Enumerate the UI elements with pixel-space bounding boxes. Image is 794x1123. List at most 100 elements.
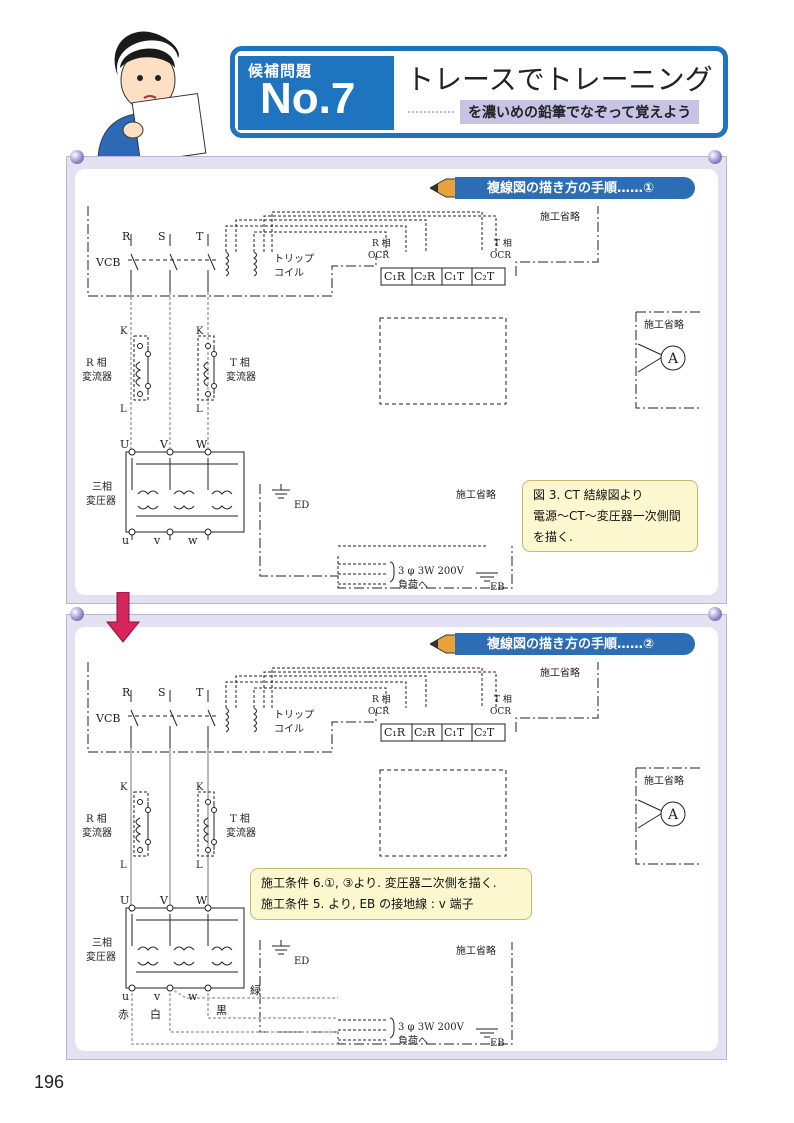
- page-title: トレースでトレーニング: [406, 63, 713, 96]
- page-number: 196: [34, 1072, 65, 1092]
- load-label-2: 負荷へ: [398, 579, 428, 591]
- trip-coil-label-2: コイル: [274, 724, 304, 735]
- page-subtitle: を濃いめの鉛筆でなぞって覚えよう: [460, 100, 700, 124]
- r-ct-label-2: 変流器: [82, 826, 112, 839]
- dotted-line-sample: [408, 111, 454, 113]
- terminal-c2r: C₂R: [414, 726, 436, 739]
- omit-label-ammeter: 施工省略: [644, 774, 684, 787]
- wire-color-white: 白: [150, 1007, 161, 1021]
- pin-icon: [708, 150, 722, 164]
- pin-icon: [70, 150, 84, 164]
- phase-s-label: S: [158, 686, 166, 699]
- phase-t-label: T: [196, 686, 204, 699]
- ct-l-label: L: [196, 404, 203, 415]
- t-ct-label-1: T 相: [230, 356, 250, 369]
- step-panel-2: [66, 614, 727, 1060]
- step-banner-2: 複線図の描き方の手順……②: [455, 633, 695, 655]
- phase-r-label: R: [122, 686, 131, 699]
- step-banner-1: 複線図の描き方の手順……①: [455, 177, 695, 199]
- r-ocr-label-2: OCR: [368, 251, 389, 261]
- transformer-label-2: 変圧器: [86, 950, 116, 963]
- terminal-v-lower: v: [153, 534, 161, 547]
- r-ct-label-2: 変流器: [82, 370, 112, 383]
- instruction-callout-1: 図 3. CT 結線図より 電源～CT～変圧器一次側間 を描く.: [522, 480, 698, 552]
- transformer-label-2: 変圧器: [86, 494, 116, 507]
- t-ct-label-2: 変流器: [226, 826, 256, 839]
- terminal-c1r: C₁R: [384, 726, 406, 739]
- r-ocr-label-1: R 相: [372, 693, 391, 705]
- ct-k-label: K: [120, 782, 128, 793]
- t-ocr-label-1: T 相: [494, 693, 512, 705]
- terminal-w-upper: W: [196, 438, 208, 451]
- transformer-label-1: 三相: [92, 480, 112, 493]
- phase-s-label: S: [158, 230, 166, 243]
- ct-l-label: L: [120, 404, 127, 415]
- omit-label-ammeter: 施工省略: [644, 318, 684, 331]
- omit-label-top: 施工省略: [540, 210, 580, 223]
- ct-k-label: K: [120, 326, 128, 337]
- ground-eb-label: EB: [490, 1038, 505, 1049]
- trip-coil-label-1: トリップ: [274, 709, 314, 721]
- pin-icon: [708, 607, 722, 621]
- terminal-u-lower: u: [122, 534, 129, 547]
- ground-ed-label: ED: [294, 956, 309, 967]
- terminal-c1t: C₁T: [444, 726, 465, 739]
- phase-t-label: T: [196, 230, 204, 243]
- ct-k-label: K: [196, 326, 204, 337]
- omit-label-bottom: 施工省略: [456, 488, 496, 501]
- callout-line: 電源～CT～変圧器一次側間: [533, 509, 681, 523]
- phase-r-label: R: [122, 230, 131, 243]
- wiring-diagram-1: A R S T VCB トリップ コイル R 相 OCR T 相 OCR C₁R…: [82, 206, 702, 593]
- vcb-label: VCB: [95, 712, 120, 725]
- callout-line: 施工条件 6.①, ③より. 変圧器二次側を描く.: [261, 876, 497, 890]
- t-ocr-label-1: T 相: [494, 237, 512, 249]
- r-ct-label-1: R 相: [86, 812, 107, 825]
- ct-l-label: L: [196, 860, 203, 871]
- terminal-u-lower: u: [122, 990, 129, 1003]
- terminal-v-upper: V: [159, 894, 169, 907]
- callout-line: 施工条件 5. より, EB の接地線 : v 端子: [261, 897, 474, 911]
- t-ocr-label-2: OCR: [490, 707, 511, 717]
- ammeter-label: A: [667, 351, 679, 367]
- callout-line: を描く.: [533, 530, 573, 544]
- trip-coil-label-2: コイル: [274, 268, 304, 279]
- t-ct-label-1: T 相: [230, 812, 250, 825]
- load-label-1: 3 φ 3W 200V: [398, 566, 465, 577]
- terminal-w-upper: W: [196, 894, 208, 907]
- ground-eb-label: EB: [490, 582, 505, 593]
- vcb-label: VCB: [95, 256, 120, 269]
- mascot-illustration: [78, 18, 218, 163]
- t-ct-label-2: 変流器: [226, 370, 256, 383]
- load-label-2: 負荷へ: [398, 1035, 428, 1047]
- terminal-u-upper: U: [120, 438, 129, 451]
- r-ocr-label-1: R 相: [372, 237, 391, 249]
- terminal-u-upper: U: [120, 894, 129, 907]
- ct-k-label: K: [196, 782, 204, 793]
- omit-label-bottom: 施工省略: [456, 944, 496, 957]
- wire-color-black: 黒: [216, 1004, 227, 1017]
- terminal-v-upper: V: [159, 438, 169, 451]
- problem-badge: [238, 56, 394, 130]
- ammeter-label: A: [667, 807, 679, 823]
- r-ocr-label-2: OCR: [368, 707, 389, 717]
- terminal-c2r: C₂R: [414, 270, 436, 283]
- instruction-callout-2: 施工条件 6.①, ③より. 変圧器二次側を描く. 施工条件 5. より, EB…: [250, 868, 532, 920]
- transformer-label-1: 三相: [92, 936, 112, 949]
- r-ct-label-1: R 相: [86, 356, 107, 369]
- pin-icon: [70, 607, 84, 621]
- load-label-1: 3 φ 3W 200V: [398, 1022, 465, 1033]
- terminal-c1r: C₁R: [384, 270, 406, 283]
- terminal-v-lower: v: [153, 990, 161, 1003]
- terminal-c1t: C₁T: [444, 270, 465, 283]
- down-arrow-icon: [106, 592, 140, 643]
- omit-label-top: 施工省略: [540, 666, 580, 679]
- ct-l-label: L: [120, 860, 127, 871]
- problem-number: No.7: [260, 74, 356, 123]
- ground-ed-label: ED: [294, 500, 309, 511]
- terminal-w-lower: w: [188, 990, 198, 1003]
- wire-color-green: 緑: [250, 983, 261, 997]
- wire-color-red: 赤: [118, 1008, 129, 1021]
- terminal-w-lower: w: [188, 534, 198, 547]
- terminal-c2t: C₂T: [474, 270, 495, 283]
- terminal-c2t: C₂T: [474, 726, 495, 739]
